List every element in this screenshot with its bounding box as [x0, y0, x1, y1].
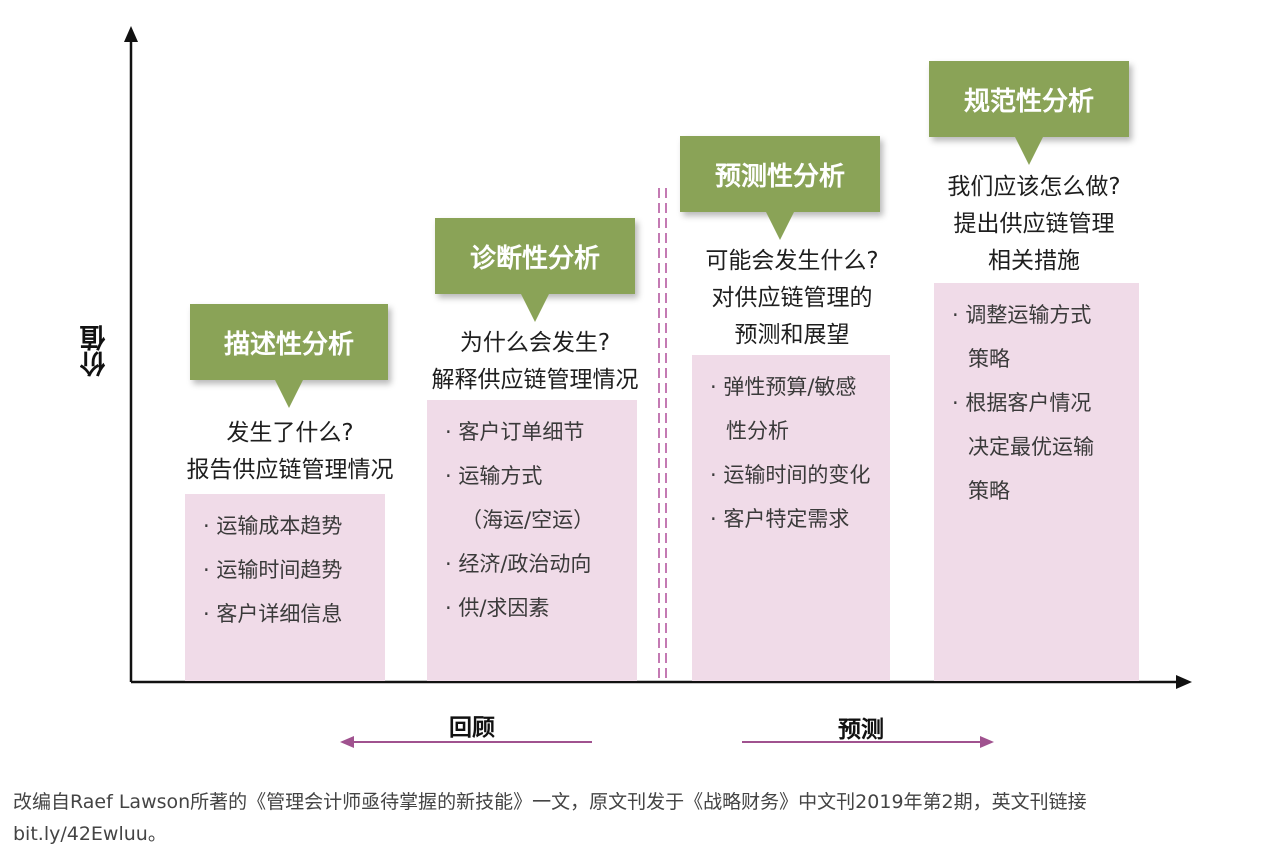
stage-descriptive-item: · 运输成本趋势	[203, 514, 343, 538]
question-line: 预测和展望	[734, 322, 850, 348]
stage-descriptive-question: 发生了什么? 报告供应链管理情况	[170, 415, 410, 489]
stage-diagnostic-bubble: 诊断性分析	[435, 218, 635, 294]
stage-diagnostic-box: · 客户订单细节 · 运输方式 （海运/空运） · 经济/政治动向 · 供/求因…	[427, 400, 637, 681]
stage-descriptive-box: · 运输成本趋势 · 运输时间趋势 · 客户详细信息	[185, 494, 385, 681]
stage-predictive-bubble: 预测性分析	[680, 136, 880, 212]
stage-diagnostic-item: · 供/求因素	[445, 596, 550, 620]
stage-predictive-item: 性分析	[726, 419, 789, 443]
stage-predictive-box: · 弹性预算/敏感 性分析 · 运输时间的变化 · 客户特定需求	[692, 355, 890, 681]
stage-descriptive-item: · 客户详细信息	[203, 602, 343, 626]
question-line: 提出供应链管理	[953, 211, 1115, 237]
stage-diagnostic-item: · 客户订单细节	[445, 420, 585, 444]
axes-layer	[124, 26, 1192, 748]
stage-diagnostic-item: · 经济/政治动向	[445, 552, 592, 576]
y-axis-arrowhead	[124, 26, 138, 42]
question-line: 为什么会发生?	[459, 330, 611, 356]
stage-prescriptive-item: 策略	[968, 479, 1010, 503]
stage-prescriptive-title: 规范性分析	[963, 86, 1094, 117]
question-line: 发生了什么?	[226, 420, 354, 446]
stage-predictive-item: · 运输时间的变化	[710, 463, 871, 487]
stage-prescriptive-item: · 根据客户情况	[952, 391, 1092, 415]
x-axis-arrowhead	[1176, 675, 1192, 689]
stage-descriptive-bubble: 描述性分析	[190, 304, 388, 380]
stage-diagnostic-item: · 运输方式	[445, 464, 543, 488]
stage-diagnostic-item: （海运/空运）	[461, 508, 595, 532]
stage-descriptive-title: 描述性分析	[223, 329, 354, 360]
stage-prescriptive-item: 策略	[968, 347, 1010, 371]
y-axis-title: 价值	[80, 325, 110, 377]
stage-prescriptive-item: · 调整运输方式	[952, 303, 1092, 327]
stage-prescriptive-question: 我们应该怎么做? 提出供应链管理 相关措施	[914, 169, 1154, 280]
question-line: 解释供应链管理情况	[431, 367, 639, 393]
stage-prescriptive-box: · 调整运输方式 策略 · 根据客户情况 决定最优运输 策略	[934, 283, 1139, 681]
stage-predictive-item: · 弹性预算/敏感	[710, 375, 857, 399]
caption-line: 改编自Raef Lawson所著的《管理会计师亟待掌握的新技能》一文，原文刊发于…	[13, 791, 1087, 813]
forecast-arrowhead	[980, 736, 994, 748]
stage-predictive-item: · 客户特定需求	[710, 507, 850, 531]
phase-label-review: 回顾	[449, 715, 495, 741]
caption-line: bit.ly/42Ewluu。	[13, 823, 167, 845]
stage-predictive-title: 预测性分析	[714, 161, 845, 192]
phase-label-forecast: 预测	[838, 717, 884, 743]
question-line: 相关措施	[988, 248, 1080, 274]
stage-diagnostic-title: 诊断性分析	[469, 243, 600, 274]
stage-prescriptive-bubble: 规范性分析	[929, 61, 1129, 137]
review-arrowhead	[340, 736, 354, 748]
question-line: 可能会发生什么?	[705, 248, 879, 274]
question-line: 我们应该怎么做?	[947, 174, 1121, 200]
stage-diagnostic-question: 为什么会发生? 解释供应链管理情况	[415, 325, 655, 399]
source-caption: 改编自Raef Lawson所著的《管理会计师亟待掌握的新技能》一文，原文刊发于…	[13, 786, 1263, 850]
analytics-maturity-diagram: 价值 · 运输成本趋势 · 运输时间趋势 · 客户详细信息 发生了什么? 报告供…	[0, 0, 1269, 770]
stage-prescriptive-item: 决定最优运输	[968, 435, 1094, 459]
stage-predictive-question: 可能会发生什么? 对供应链管理的 预测和展望	[672, 243, 912, 354]
question-line: 对供应链管理的	[711, 285, 873, 311]
question-line: 报告供应链管理情况	[186, 457, 394, 483]
stage-descriptive-item: · 运输时间趋势	[203, 558, 343, 582]
